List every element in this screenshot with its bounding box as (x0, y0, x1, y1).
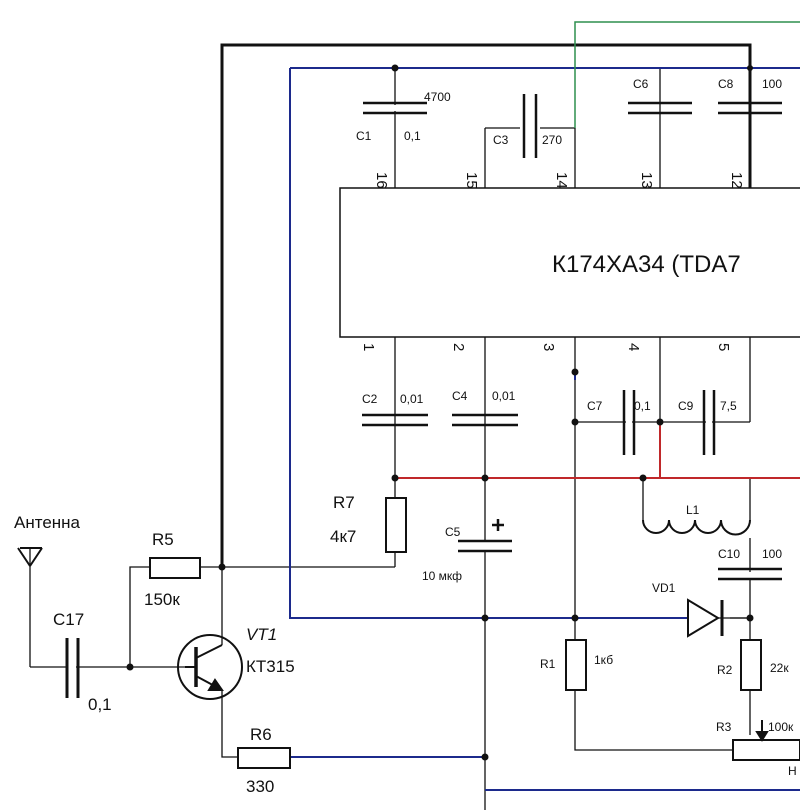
blue-wires (289, 67, 800, 791)
antenna-label: Антенна (14, 513, 81, 532)
c8-value: 100 (762, 77, 782, 91)
green-wire (574, 21, 800, 128)
transistor-vt1 (177, 634, 243, 700)
c4-label: C4 (452, 389, 468, 403)
vd1-label: VD1 (652, 581, 676, 595)
c7-value: 0,1 (634, 399, 651, 413)
c17-value: 0,1 (88, 695, 112, 714)
vt1-label: VT1 (246, 625, 277, 644)
resistor-r6 (237, 747, 291, 769)
resistor-r7 (385, 497, 407, 553)
capacitor-c5 (458, 519, 512, 553)
ic-name: К174ХА34 (TDA7 (552, 251, 741, 278)
r2-label: R2 (717, 663, 733, 677)
resistor-r5 (149, 557, 201, 579)
r2-value: 22к (770, 661, 789, 675)
c1-extra: 4700 (424, 90, 451, 104)
c17-label: C17 (53, 610, 84, 629)
inductor-l1 (642, 519, 751, 536)
r3-value: 100к (768, 720, 794, 734)
ic-top-pin-numbers: 16 15 14 13 12 (373, 172, 745, 189)
ic-bottom-pin-numbers: 1 2 3 4 5 (360, 343, 732, 351)
r3-label: R3 (716, 720, 732, 734)
capacitor-c7 (622, 390, 636, 455)
capacitor-c8 (718, 101, 782, 115)
c9-label: C9 (678, 399, 694, 413)
l1-label: L1 (686, 503, 700, 517)
r1-value: 1кб (594, 653, 613, 667)
capacitor-c9 (702, 390, 716, 455)
r6-value: 330 (246, 777, 274, 796)
r3-wiper-arrow (755, 720, 769, 742)
pin-15-label: 15 (463, 172, 480, 189)
vt1-type: КТ315 (246, 657, 295, 676)
junction-dots (126, 64, 754, 761)
thin-wires (29, 68, 751, 810)
c4-value: 0,01 (492, 389, 516, 403)
c6-label: C6 (633, 77, 649, 91)
pin-5-label: 5 (715, 343, 732, 351)
r5-value: 150к (144, 590, 180, 609)
resistor-r3 (732, 739, 800, 761)
c1-value: 0,1 (404, 129, 421, 143)
pin-16-label: 16 (373, 172, 390, 189)
capacitor-c6 (628, 101, 692, 115)
c3-value: 270 (542, 133, 562, 147)
r7-value: 4к7 (330, 527, 356, 546)
capacitor-c2 (362, 413, 428, 427)
c2-label: C2 (362, 392, 378, 406)
capacitor-c10 (718, 567, 782, 581)
r5-label: R5 (152, 530, 174, 549)
pin-2-label: 2 (450, 343, 467, 351)
c10-label: C10 (718, 547, 740, 561)
c9-value: 7,5 (720, 399, 737, 413)
capacitor-c17 (65, 638, 80, 698)
c8-label: C8 (718, 77, 734, 91)
capacitor-c4 (452, 413, 518, 427)
r6-label: R6 (250, 725, 272, 744)
c7-label: C7 (587, 399, 603, 413)
capacitor-c3 (522, 94, 538, 158)
pin-14-label: 14 (553, 172, 570, 189)
c5-label: C5 (445, 525, 461, 539)
antenna-icon (17, 547, 43, 567)
pin-13-label: 13 (638, 172, 655, 189)
pin-3-label: 3 (540, 343, 557, 351)
r1-label: R1 (540, 657, 556, 671)
c5-value: 10 мкф (422, 569, 462, 583)
black-wires (220, 43, 752, 567)
capacitor-c1 (363, 101, 427, 115)
resistor-r1 (565, 639, 587, 691)
c10-value: 100 (762, 547, 782, 561)
r7-label: R7 (333, 493, 355, 512)
pin-4-label: 4 (625, 343, 642, 351)
ic-body (339, 187, 800, 338)
c2-value: 0,01 (400, 392, 424, 406)
red-wires (395, 422, 800, 479)
diode-vd1 (687, 598, 724, 638)
c3-label: C3 (493, 133, 509, 147)
pin-12-label: 12 (728, 172, 745, 189)
edge-label: Н (788, 764, 797, 778)
resistor-r2 (740, 639, 762, 691)
pin-1-label: 1 (360, 343, 377, 351)
c1-label: C1 (356, 129, 372, 143)
